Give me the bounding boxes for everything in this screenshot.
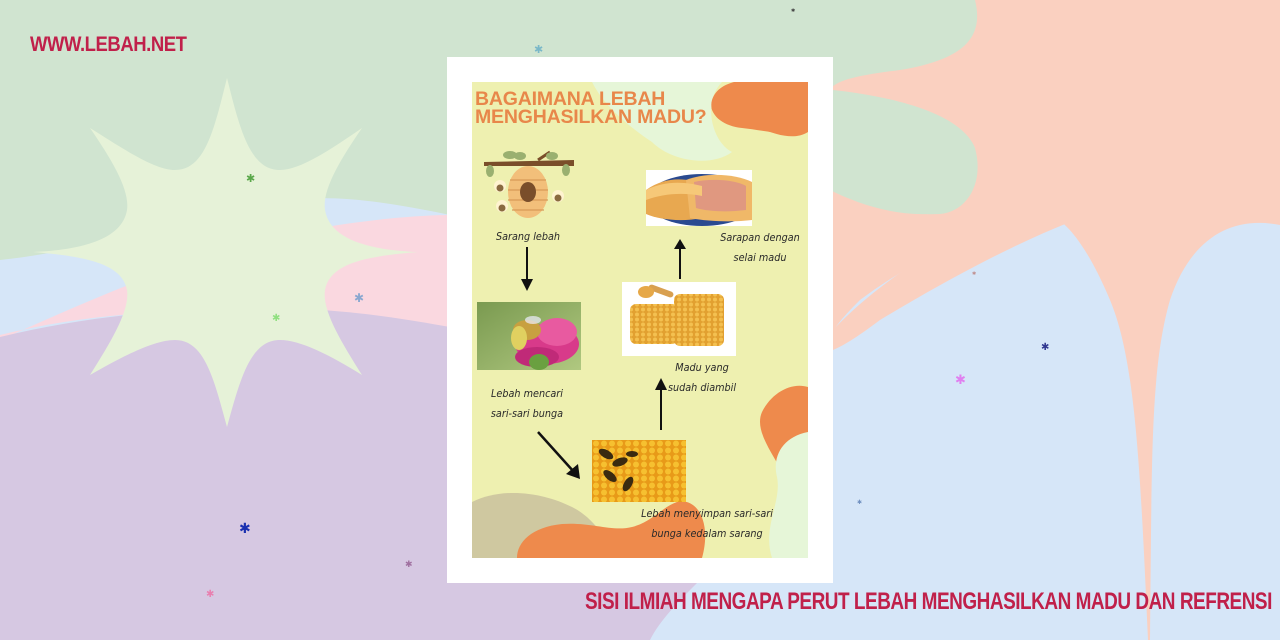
star-icon: ✱ <box>972 271 977 277</box>
star-icon: ✱ <box>272 313 281 324</box>
caption-harvest: Madu yang sudah diambil <box>667 362 737 394</box>
star-icon: ✱ <box>239 521 251 537</box>
star-icon: ✱ <box>206 589 215 600</box>
poster-title-line-2: MENGHASILKAN MADU? <box>475 106 707 128</box>
star-icon: ✱ <box>857 499 863 506</box>
arrow-up-icon <box>674 239 686 279</box>
poster-decorative-shapes <box>472 82 808 558</box>
site-brand-link[interactable]: WWW.LEBAH.NET <box>30 33 187 56</box>
caption-hive: Sarang lebah <box>495 231 561 243</box>
arrow-down-icon <box>521 247 533 291</box>
infographic-poster: BAGAIMANA LEBAH MENGHASILKAN MADU? Saran… <box>472 82 808 558</box>
caption-forage: Lebah mencari sari-sari bunga <box>490 388 564 420</box>
arrow-up-icon <box>655 378 667 430</box>
star-icon: ✱ <box>955 373 966 388</box>
caption-store: Lebah menyimpan sari-sari bunga kedalam … <box>641 508 773 540</box>
arrow-diagonal-icon <box>537 431 580 479</box>
poster-title-line-1: BAGAIMANA LEBAH <box>475 88 666 110</box>
toast-with-honey-photo <box>646 170 752 226</box>
star-icon: ✱ <box>791 8 796 14</box>
honeycomb-with-dipper-photo <box>622 282 736 356</box>
bees-on-honeycomb-photo <box>592 440 686 502</box>
star-icon: ✱ <box>405 560 413 570</box>
star-icon: ✱ <box>246 172 256 185</box>
star-icon: ✱ <box>354 291 365 305</box>
beehive-illustration <box>484 150 574 218</box>
article-headline[interactable]: SISI ILMIAH MENGAPA PERUT LEBAH MENGHASI… <box>585 588 1272 615</box>
star-icon: ✱ <box>534 43 544 56</box>
poster-title: BAGAIMANA LEBAH MENGHASILKAN MADU? <box>475 88 707 128</box>
caption-breakfast: Sarapan dengan selai madu <box>720 232 800 264</box>
star-icon: ✱ <box>1041 342 1050 353</box>
bee-on-flower-photo <box>477 302 581 370</box>
